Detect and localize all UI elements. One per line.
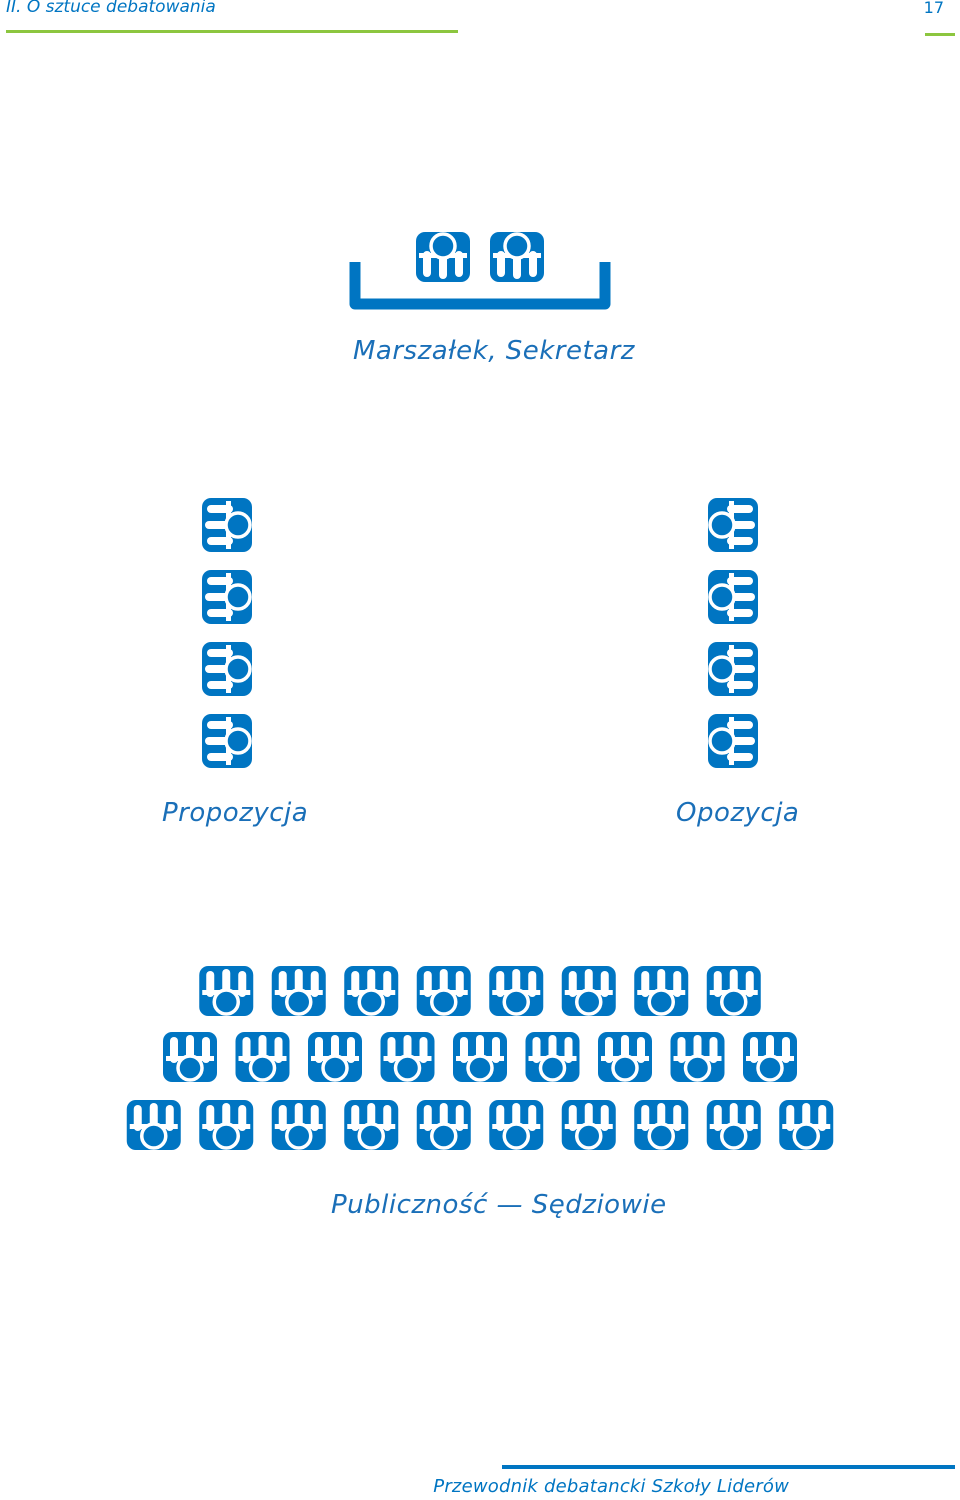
audience-person-icon — [560, 1098, 618, 1152]
chapter-title: II. O sztuce debatowania — [6, 0, 216, 17]
proposition-person-icon — [200, 712, 254, 770]
proposition-label: Propozycja — [162, 798, 309, 828]
audience-person-icon — [487, 964, 545, 1018]
opposition-person-icon — [706, 496, 760, 554]
opposition-person-icon — [706, 568, 760, 626]
audience-person-icon — [705, 1098, 763, 1152]
audience-group — [125, 964, 835, 1152]
audience-person-icon — [233, 1030, 292, 1084]
audience-person-icon — [523, 1030, 582, 1084]
footer-text: Przewodnik debatancki Szkoły Liderów — [433, 1476, 789, 1497]
speaker-desk — [349, 262, 611, 310]
audience-person-icon — [125, 1098, 183, 1152]
page-number-rule — [925, 33, 955, 36]
audience-person-icon — [270, 964, 328, 1018]
audience-person-icon — [342, 1098, 400, 1152]
audience-person-icon — [197, 1098, 255, 1152]
audience-person-icon — [415, 1098, 473, 1152]
audience-person-icon — [741, 1030, 799, 1084]
proposition-group — [200, 496, 254, 770]
audience-person-icon — [415, 964, 473, 1018]
proposition-person-icon — [200, 640, 254, 698]
audience-person-icon — [596, 1030, 654, 1084]
audience-person-icon — [197, 964, 255, 1018]
audience-person-icon — [632, 1098, 690, 1152]
opposition-label: Opozycja — [676, 798, 800, 828]
audience-person-icon — [705, 964, 763, 1018]
speaker-label: Marszałek, Sekretarz — [353, 336, 635, 366]
opposition-person-icon — [706, 712, 760, 770]
speaker-person-icon — [414, 230, 472, 284]
proposition-person-icon — [200, 568, 254, 626]
audience-person-icon — [668, 1030, 727, 1084]
audience-person-icon — [378, 1030, 437, 1084]
footer-rule — [502, 1465, 955, 1469]
audience-label: Publiczność — Sędziowie — [331, 1190, 667, 1220]
audience-person-icon — [342, 964, 400, 1018]
opposition-person-icon — [706, 640, 760, 698]
audience-person-icon — [306, 1030, 364, 1084]
proposition-person-icon — [200, 496, 254, 554]
audience-person-icon — [560, 964, 618, 1018]
audience-person-icon — [777, 1098, 835, 1152]
audience-person-icon — [487, 1098, 545, 1152]
speaker-group — [414, 230, 546, 284]
audience-person-icon — [270, 1098, 328, 1152]
speaker-person-icon — [488, 230, 546, 284]
audience-person-icon — [451, 1030, 509, 1084]
header-rule — [6, 30, 458, 33]
opposition-group — [706, 496, 760, 770]
audience-person-icon — [161, 1030, 219, 1084]
page-number: 17 — [923, 0, 944, 17]
audience-person-icon — [632, 964, 690, 1018]
